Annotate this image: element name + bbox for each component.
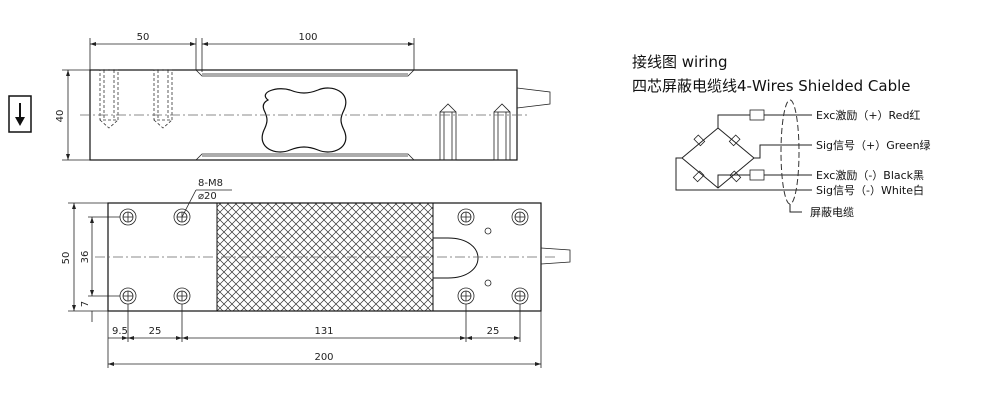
wiring-title: 接线图 wiring [632,53,728,71]
depth-callout: ⌀20 [198,191,217,202]
wire-label-exc-minus: Exc激励（-）Black黑 [816,168,924,182]
threaded-holes-left [99,69,173,129]
front-view: 50 100 40 [55,32,551,161]
dogbone-hole [261,87,347,153]
thread-callout: 8-M8 [198,178,223,189]
threaded-holes-right [439,103,511,161]
dim-bottom-25-left: 25 [149,326,162,337]
arrow-down-icon [8,95,32,133]
dim-bottom-131: 131 [314,326,333,337]
wire-label-sig-plus: Sig信号（+）Green绿 [816,138,931,152]
wire-label-exc-plus: Exc激励（+）Red红 [816,108,920,122]
wiring-subtitle: 四芯屏蔽电缆线4-Wires Shielded Cable [632,77,911,95]
shield-ellipse [780,99,800,205]
dim-bottom-9-5: 9.5 [112,326,128,337]
notch [432,237,479,279]
dim-bottom-25-right: 25 [487,326,500,337]
dim-top-7: 7 [80,301,91,307]
dim-top-50: 50 [61,252,72,265]
top-cable [540,247,571,265]
top-view: 8-M8 ⌀20 50 36 7 9.5 25 131 25 200 [61,178,571,368]
dim-top-36: 36 [80,251,91,264]
shield-label: 屏蔽电缆 [810,206,854,219]
wire-label-sig-minus: Sig信号（-）White白 [816,183,924,197]
front-cable [516,87,551,109]
bolt-holes [119,208,529,305]
dim-front-50: 50 [137,32,150,43]
dim-front-100: 100 [298,32,317,43]
wiring-diagram: 接线图 wiring 四芯屏蔽电缆线4-Wires Shielded Cable… [632,53,931,219]
dim-bottom-200: 200 [314,352,333,363]
dim-front-40: 40 [55,110,66,123]
